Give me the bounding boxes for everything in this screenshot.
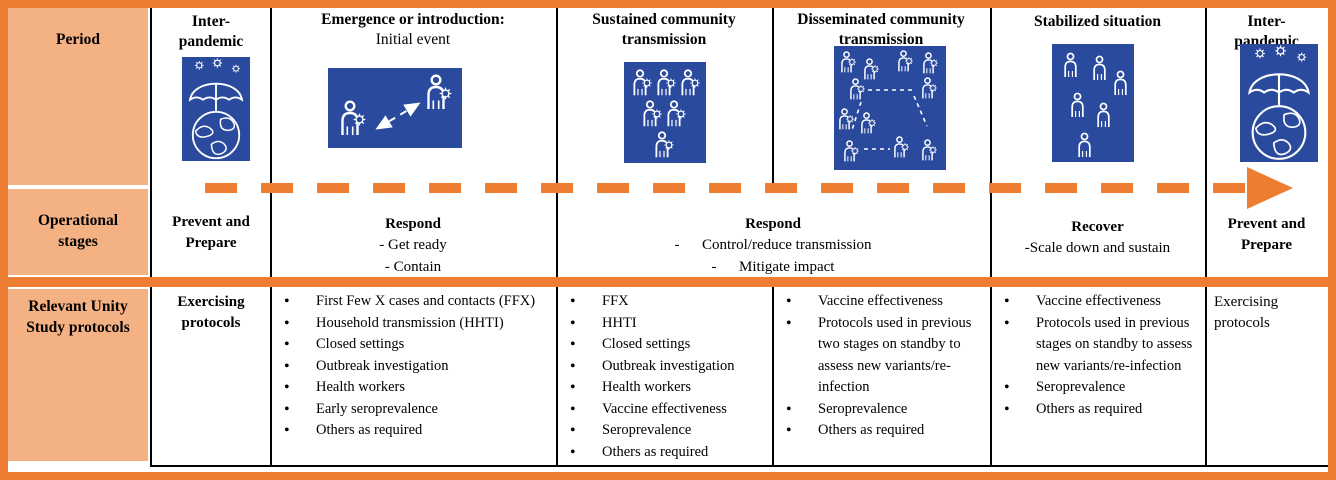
healthy-group-icon — [1052, 44, 1134, 167]
protocol-list: Vaccine effectivenessProtocols used in p… — [774, 291, 990, 442]
protocol-item: Others as required — [558, 442, 772, 464]
protocol-cell-disseminated: Vaccine effectivenessProtocols used in p… — [774, 291, 990, 442]
row-label-period-text: Period — [56, 31, 100, 48]
grid-line — [1205, 8, 1207, 278]
row-label-operational-stages: Operational stages — [8, 189, 148, 275]
stage-item: - Control/reduce transmission — [674, 237, 872, 254]
protocol-item: Outbreak investigation — [558, 356, 772, 378]
protocol-item: Household transmission (HHTI) — [272, 313, 555, 335]
grid-line — [990, 287, 992, 466]
protocol-cell-emergence: First Few X cases and contacts (FFX)Hous… — [272, 291, 555, 442]
protocol-item: Closed settings — [272, 334, 555, 356]
column-header-title: Disseminated community transmission — [797, 11, 965, 49]
column-header-disseminated: Disseminated community transmission — [774, 10, 988, 50]
person-to-person-transmission-icon — [328, 68, 462, 153]
grid-line — [1205, 287, 1207, 466]
protocol-item: Seroprevalence — [558, 420, 772, 442]
protocol-item: Health workers — [558, 377, 772, 399]
protocol-item: Health workers — [272, 377, 555, 399]
stage-title: Recover — [1071, 219, 1124, 235]
stage-prevent-prepare-end: Prevent and Prepare — [1207, 214, 1326, 257]
stage-title: Prevent and Prepare — [1227, 216, 1306, 254]
protocol-item: Others as required — [774, 420, 990, 442]
stage-item: - Get ready — [379, 237, 447, 254]
column-header-subtitle: Initial event — [375, 31, 451, 49]
stage-items: -Scale down and sustain — [992, 238, 1203, 259]
row-label-period: Period — [8, 8, 148, 185]
protocol-item: Seroprevalence — [992, 377, 1205, 399]
stage-item: - Mitigate impact — [711, 258, 835, 275]
protocol-item: FFX — [558, 291, 772, 313]
grid-line — [556, 287, 558, 466]
grid-line — [150, 8, 152, 466]
grid-line — [150, 465, 1328, 467]
protocol-item: Others as required — [272, 420, 555, 442]
stage-recover: Recover -Scale down and sustain — [992, 217, 1203, 260]
stage-respond-initial: Respond - Get ready - Contain — [272, 214, 554, 278]
protocol-list: Vaccine effectivenessProtocols used in p… — [992, 291, 1205, 420]
umbrella-globe-virus-icon — [1240, 44, 1318, 167]
stage-respond-main: Respond - Control/reduce transmission - M… — [558, 214, 988, 278]
stage-items: - Get ready - Contain — [272, 235, 554, 278]
column-header-interpandemic-start: Inter- pandemic — [152, 12, 270, 52]
column-header-title: Stabilized situation — [1033, 13, 1162, 30]
stage-items: - Control/reduce transmission - Mitigate … — [558, 235, 988, 278]
protocol-cell-exercising-end: Exercising protocols — [1214, 294, 1279, 331]
timeline-dashed-arrow — [205, 183, 1249, 193]
protocol-cell-exercising-start: Exercising protocols — [177, 294, 245, 331]
protocol-item: Vaccine effectiveness — [558, 399, 772, 421]
protocol-item: Seroprevalence — [774, 399, 990, 421]
protocol-cell-stabilized: Vaccine effectivenessProtocols used in p… — [992, 291, 1205, 420]
grid-line — [556, 8, 558, 278]
row-label-protocols: Relevant Unity Study protocols — [8, 289, 148, 461]
column-header-sustained: Sustained community transmission — [558, 10, 770, 50]
stage-prevent-prepare-start: Prevent and Prepare — [152, 212, 270, 255]
infected-network-icon — [834, 46, 946, 175]
column-header-title: Sustained community transmission — [592, 11, 736, 49]
column-header-title: Inter- pandemic — [178, 13, 244, 51]
protocol-item: HHTI — [558, 313, 772, 335]
column-header-emergence: Emergence or introduction: Initial event — [272, 10, 554, 50]
row-label-operational-stages-text: Operational stages — [37, 212, 119, 250]
grid-line — [270, 287, 272, 466]
protocol-item: Outbreak investigation — [272, 356, 555, 378]
protocol-item: Vaccine effectiveness — [774, 291, 990, 313]
protocol-list: First Few X cases and contacts (FFX)Hous… — [272, 291, 555, 442]
grid-line — [270, 8, 272, 278]
protocol-item: First Few X cases and contacts (FFX) — [272, 291, 555, 313]
column-header-stabilized: Stabilized situation — [992, 12, 1203, 32]
protocol-item: Vaccine effectiveness — [992, 291, 1205, 313]
protocol-item: Closed settings — [558, 334, 772, 356]
stage-item: - Contain — [384, 258, 442, 275]
grid-line — [772, 8, 774, 186]
stage-title: Respond — [745, 216, 801, 232]
protocol-cell-sustained: FFXHHTIClosed settingsOutbreak investiga… — [558, 291, 772, 463]
column-header-title: Emergence or introduction: — [321, 11, 505, 28]
infected-group-icon — [624, 62, 706, 168]
protocol-item: Early seroprevalence — [272, 399, 555, 421]
protocol-item: Protocols used in previous two stages on… — [774, 313, 990, 399]
timeline-arrowhead — [1247, 167, 1293, 209]
orange-divider-band — [8, 277, 1328, 287]
protocol-list: FFXHHTIClosed settingsOutbreak investiga… — [558, 291, 772, 463]
stage-title: Respond — [385, 216, 441, 232]
umbrella-globe-virus-icon — [182, 57, 250, 166]
row-label-protocols-text: Relevant Unity Study protocols — [26, 298, 130, 336]
grid-line — [772, 287, 774, 466]
stage-item: -Scale down and sustain — [1024, 240, 1171, 257]
stage-title: Prevent and Prepare — [172, 214, 250, 252]
protocol-item: Protocols used in previous stages on sta… — [992, 313, 1205, 378]
grid-line — [990, 8, 992, 278]
protocol-item: Others as required — [992, 399, 1205, 421]
